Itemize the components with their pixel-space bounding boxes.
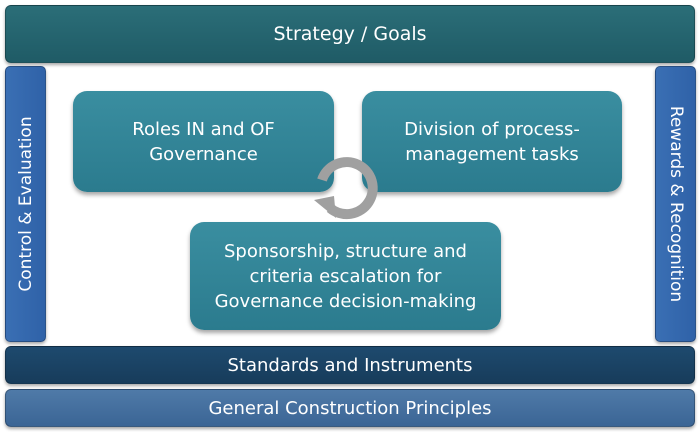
division-tasks-box: Division of process- management tasks [362, 91, 622, 192]
standards-instruments-label: Standards and Instruments [227, 354, 473, 376]
division-tasks-label: Division of process- management tasks [404, 118, 580, 165]
construction-principles-label: General Construction Principles [208, 397, 492, 419]
control-evaluation-label: Control & Evaluation [15, 116, 36, 292]
cycle-arrow-icon [314, 157, 378, 220]
strategy-goals-label: Strategy / Goals [273, 23, 427, 45]
rewards-recognition-label: Rewards & Recognition [665, 105, 686, 303]
control-evaluation-pillar: Control & Evaluation [5, 66, 46, 342]
strategy-goals-bar: Strategy / Goals [5, 5, 695, 63]
sponsorship-box: Sponsorship, structure and criteria esca… [190, 222, 501, 330]
roles-governance-box: Roles IN and OF Governance [73, 91, 334, 192]
standards-instruments-bar: Standards and Instruments [5, 346, 695, 384]
sponsorship-label: Sponsorship, structure and criteria esca… [214, 240, 477, 312]
roles-governance-label: Roles IN and OF Governance [132, 118, 275, 165]
construction-principles-bar: General Construction Principles [5, 389, 695, 427]
rewards-recognition-pillar: Rewards & Recognition [655, 66, 696, 342]
